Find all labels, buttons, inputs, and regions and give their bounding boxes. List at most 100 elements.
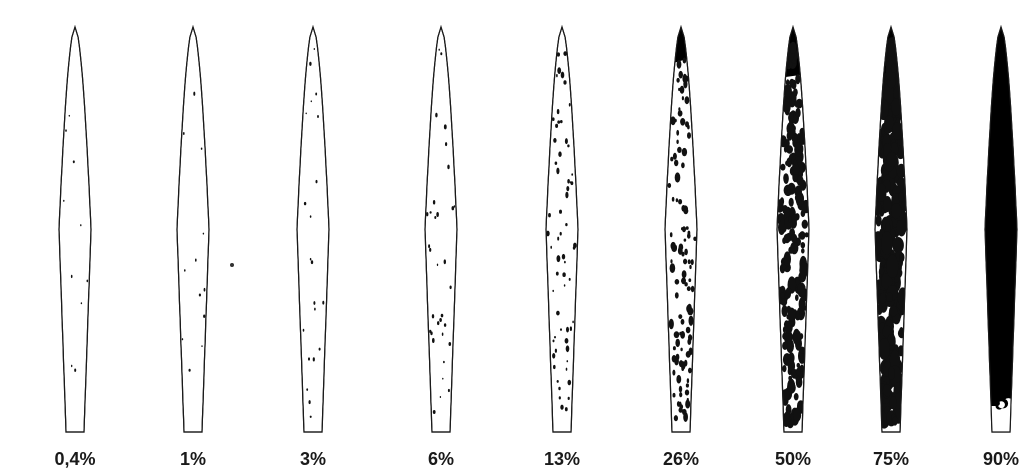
lesion-spot [676, 129, 680, 136]
lesion-spot [672, 152, 677, 160]
lesion-spot [684, 248, 688, 256]
lesion-spot [438, 48, 440, 51]
lesion-spot [203, 314, 206, 318]
lesion-spot [564, 260, 566, 264]
lesion-spot [891, 193, 900, 206]
lesion-spot [677, 110, 683, 117]
lesion-spot [670, 259, 673, 264]
lesion-spot [556, 73, 558, 78]
lesion-spot [788, 125, 796, 138]
lesion-spot [448, 342, 452, 346]
lesion-spot [563, 284, 566, 287]
lesion-spot [899, 252, 905, 263]
lesion-spot [556, 109, 560, 115]
lesion-spot [318, 347, 321, 351]
lesion-spot [887, 334, 896, 346]
lesion-spot [201, 345, 203, 347]
lesion-spot [674, 159, 679, 167]
lesion-spot [432, 200, 436, 205]
lesion-spot [183, 132, 185, 135]
lesion-spot [795, 149, 802, 158]
lesion-spot [672, 369, 676, 376]
lesion-spot [572, 246, 576, 250]
lesion-spot [886, 292, 893, 302]
lesion-spot [688, 278, 692, 283]
lesion-spot [689, 264, 692, 270]
lesion-spot [681, 162, 685, 169]
lesion-spot [556, 380, 559, 383]
lesion-spot [560, 120, 563, 124]
lesion-spot [881, 231, 893, 256]
lesion-spot [72, 160, 75, 164]
lesion-spot [558, 396, 561, 400]
lesion-spot [783, 251, 791, 267]
lesion-spot [892, 237, 904, 254]
lesion-spot [886, 42, 896, 57]
lesion-spot [800, 242, 806, 249]
lesion-spot [673, 415, 679, 422]
lesion-spot [203, 287, 206, 292]
lesion-spot [442, 377, 444, 380]
lesion-spot [198, 293, 201, 297]
lesion-spot [897, 287, 907, 308]
lesion-spot [681, 278, 685, 283]
lesion-spot [453, 205, 456, 208]
lesion-spot [784, 139, 790, 148]
lesion-spot [690, 259, 694, 266]
lesion-spot [788, 246, 794, 254]
lesion-spot [685, 351, 691, 358]
lesion-spot [674, 292, 679, 299]
lesion-spot [669, 232, 673, 238]
leaf-8 [874, 24, 908, 433]
lesion-spot [686, 397, 689, 401]
lesion-spot [794, 133, 798, 143]
lesion-spot [791, 213, 798, 223]
lesion-spot [567, 144, 570, 148]
lesion-spot [443, 259, 446, 265]
lesion-spot [682, 57, 687, 64]
lesion-spot [426, 212, 429, 217]
lesion-spot [676, 77, 680, 83]
lesion-spot [687, 132, 691, 139]
lesion-spot [565, 191, 569, 199]
lesion-spot [780, 298, 788, 306]
lesion-spot [309, 215, 312, 218]
lesion-spot [308, 400, 311, 405]
lesion-spot [785, 287, 792, 295]
lesion-spot [782, 101, 791, 114]
lesion-spot [558, 386, 561, 391]
lesion-spot [794, 192, 803, 203]
lesion-spot [785, 160, 789, 166]
lesion-spot [546, 230, 550, 237]
lesion-spot [305, 112, 307, 115]
lesion-spot [893, 382, 901, 394]
lesion-spot [439, 396, 442, 398]
lesion-spot [794, 101, 800, 108]
lesion-spot [564, 138, 568, 145]
lesion-spot [434, 216, 437, 219]
lesion-spot [552, 117, 555, 121]
lesion-spot [550, 245, 552, 249]
lesion-spot [801, 219, 808, 229]
lesion-spot [793, 393, 799, 401]
lesion-spot [68, 114, 71, 117]
leaf-lesions [777, 27, 809, 429]
leaf-lesions [63, 114, 89, 372]
lesion-spot [677, 246, 683, 255]
lesion-spot [879, 266, 885, 275]
lesion-spot [80, 302, 83, 305]
lesion-spot [884, 115, 895, 130]
lesion-spot [432, 338, 435, 343]
leaf-9 [984, 24, 1018, 433]
lesion-spot [681, 147, 688, 157]
lesion-spot [671, 196, 675, 202]
lesion-spot [679, 392, 683, 398]
lesion-spot [783, 175, 789, 184]
lesion-spot [796, 175, 804, 186]
lesion-spot [890, 63, 897, 73]
lesion-spot [786, 145, 793, 154]
lesion-spot [678, 360, 684, 368]
leaf-6 [664, 24, 698, 433]
lesion-spot [322, 300, 325, 305]
